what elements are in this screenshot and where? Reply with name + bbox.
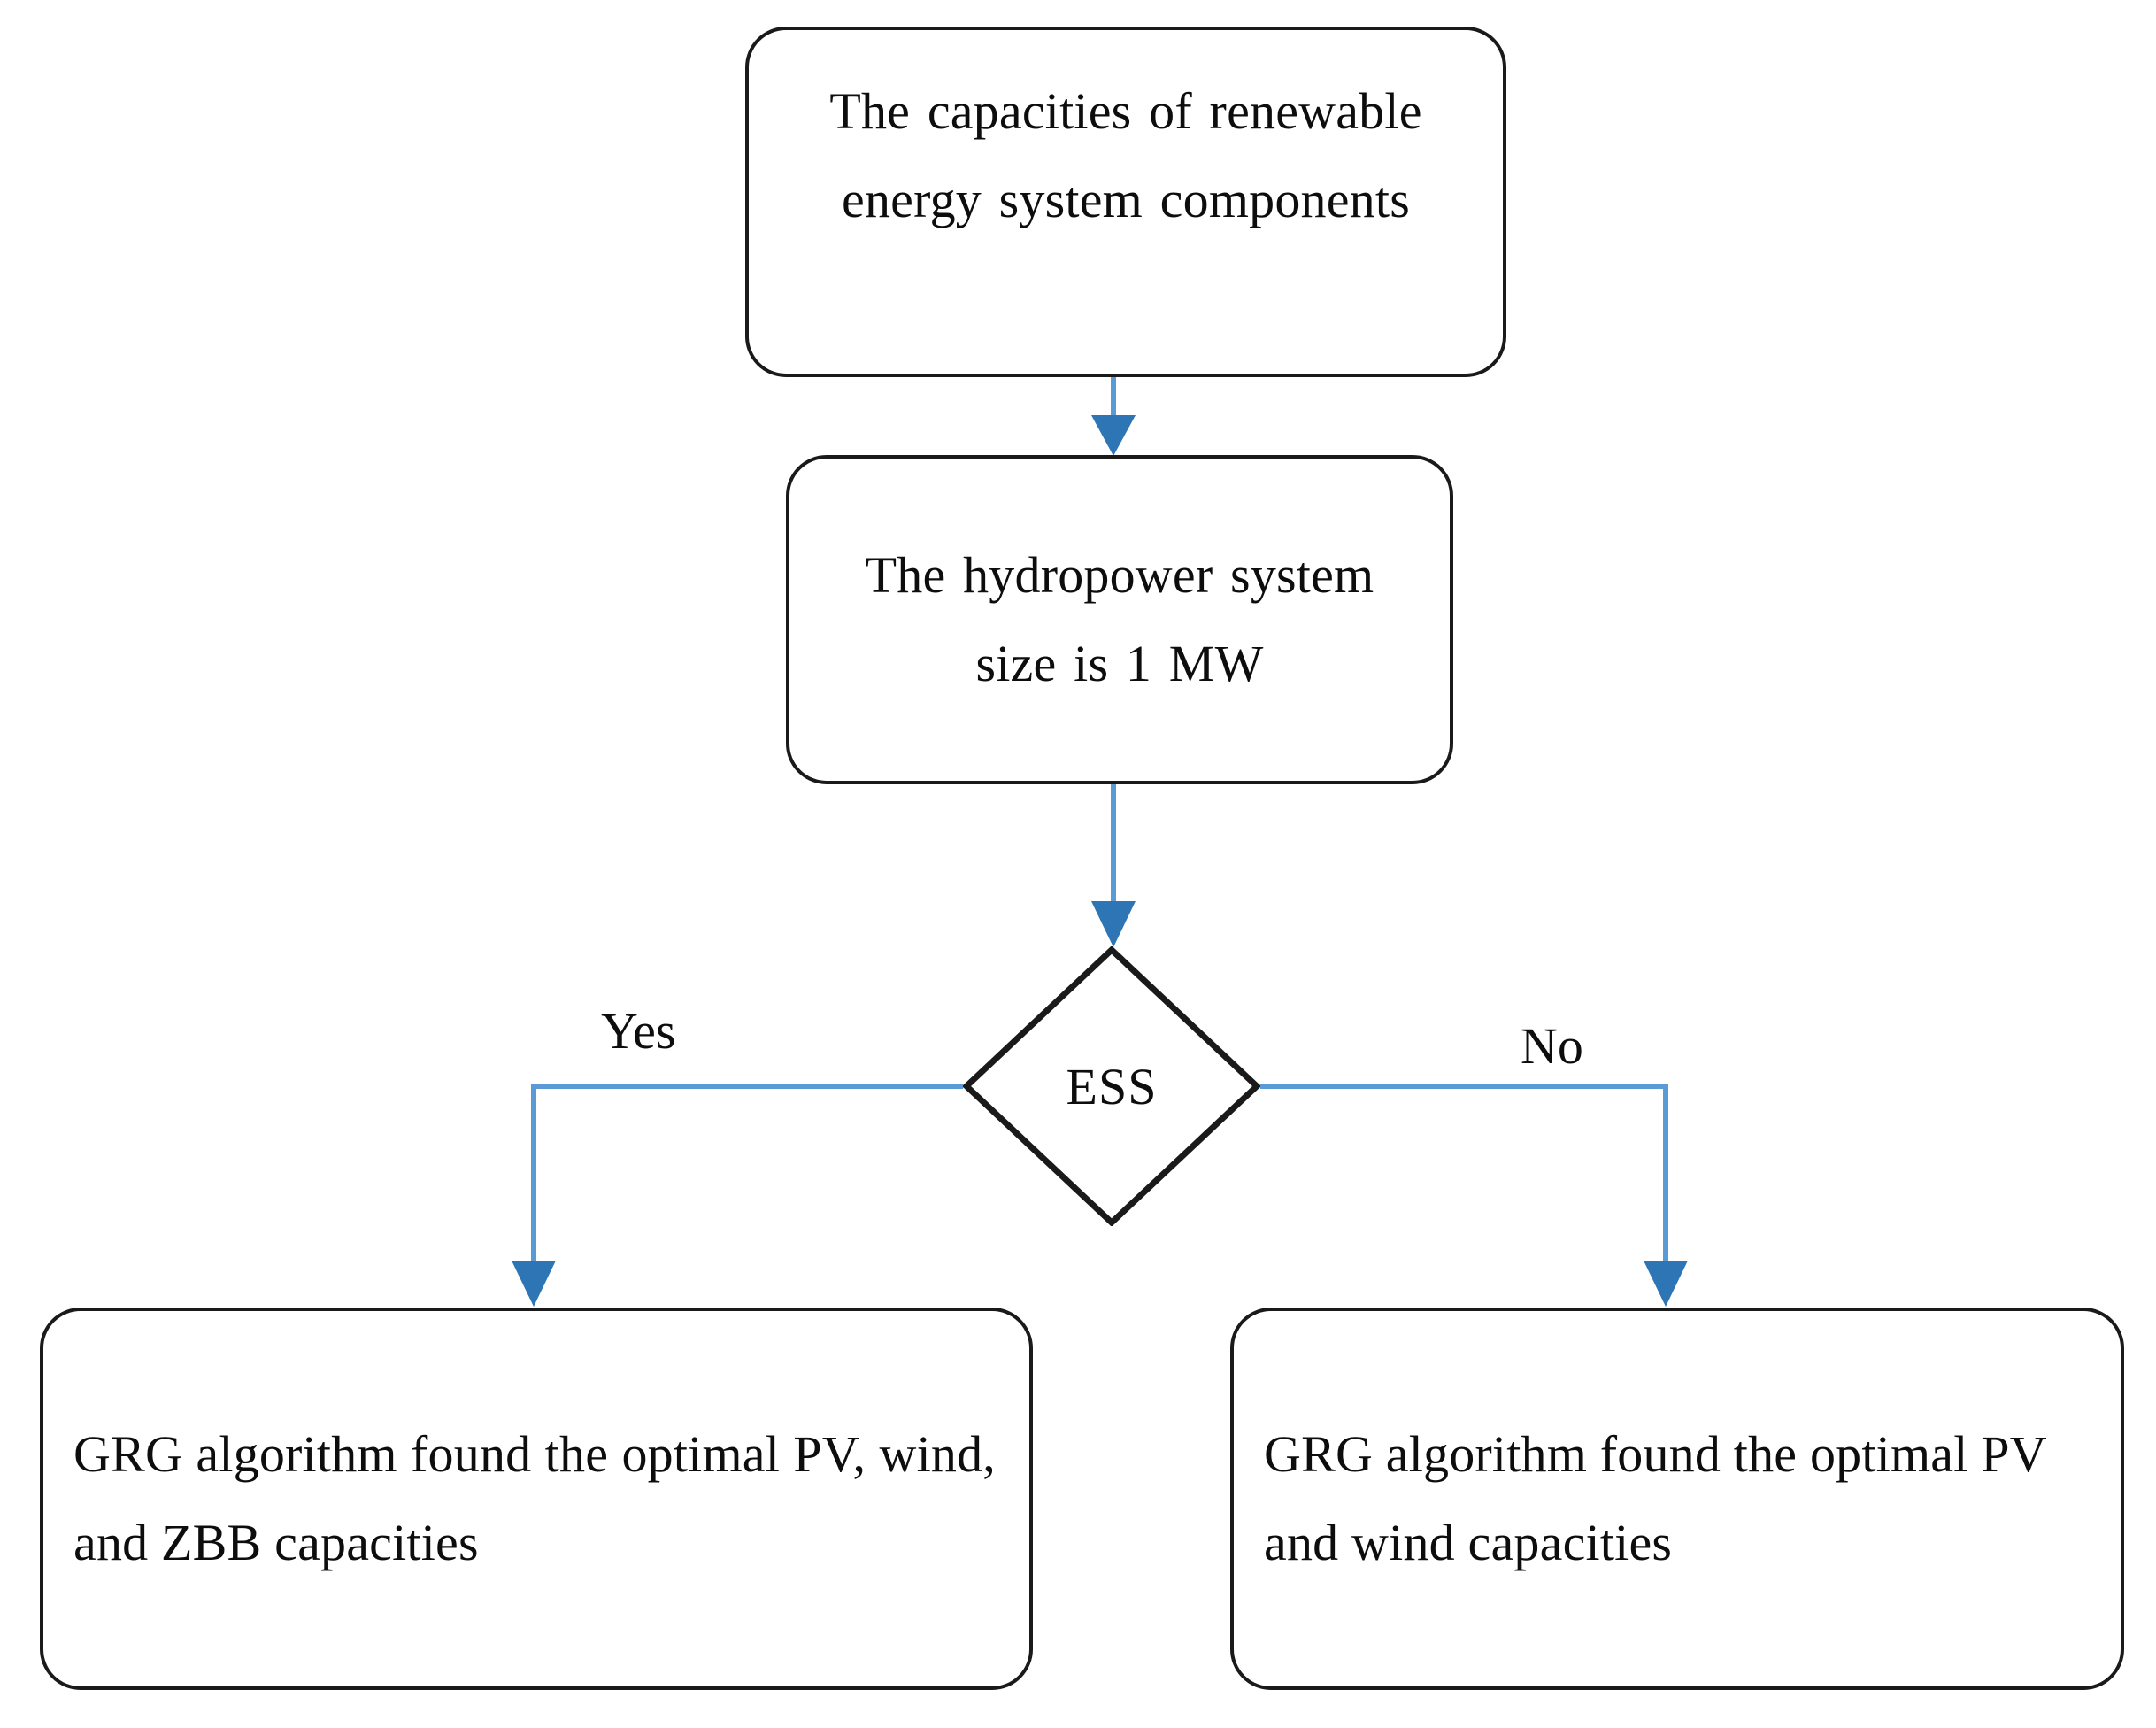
diamond-shape: [963, 946, 1260, 1226]
node-capacities-label: The capacities of renewable energy syste…: [829, 82, 1422, 228]
node-hydropower[interactable]: The hydropower system size is 1 MW: [786, 455, 1453, 784]
edge-capacities-to-hydropower: [1091, 377, 1136, 456]
edge-label-no: No: [1521, 1017, 1583, 1075]
node-hydropower-label: The hydropower system size is 1 MW: [865, 546, 1374, 692]
node-decision-ess-label: ESS: [1066, 1057, 1158, 1115]
node-outcome-no-ess-label: GRG algorithm found the optimal PV and w…: [1264, 1425, 2046, 1571]
edge-decision-yes: [512, 1084, 963, 1307]
edge-label-yes: Yes: [601, 1002, 676, 1060]
edge-decision-no: [1260, 1084, 1688, 1307]
node-outcome-ess-label: GRG algorithm found the optimal PV, wind…: [73, 1425, 996, 1571]
edge-hydropower-to-decision: [1091, 784, 1136, 947]
node-outcome-no-ess[interactable]: GRG algorithm found the optimal PV and w…: [1230, 1308, 2124, 1690]
node-capacities[interactable]: The capacities of renewable energy syste…: [745, 27, 1506, 377]
node-decision-ess[interactable]: ESS: [963, 946, 1260, 1226]
node-outcome-ess[interactable]: GRG algorithm found the optimal PV, wind…: [40, 1308, 1033, 1690]
